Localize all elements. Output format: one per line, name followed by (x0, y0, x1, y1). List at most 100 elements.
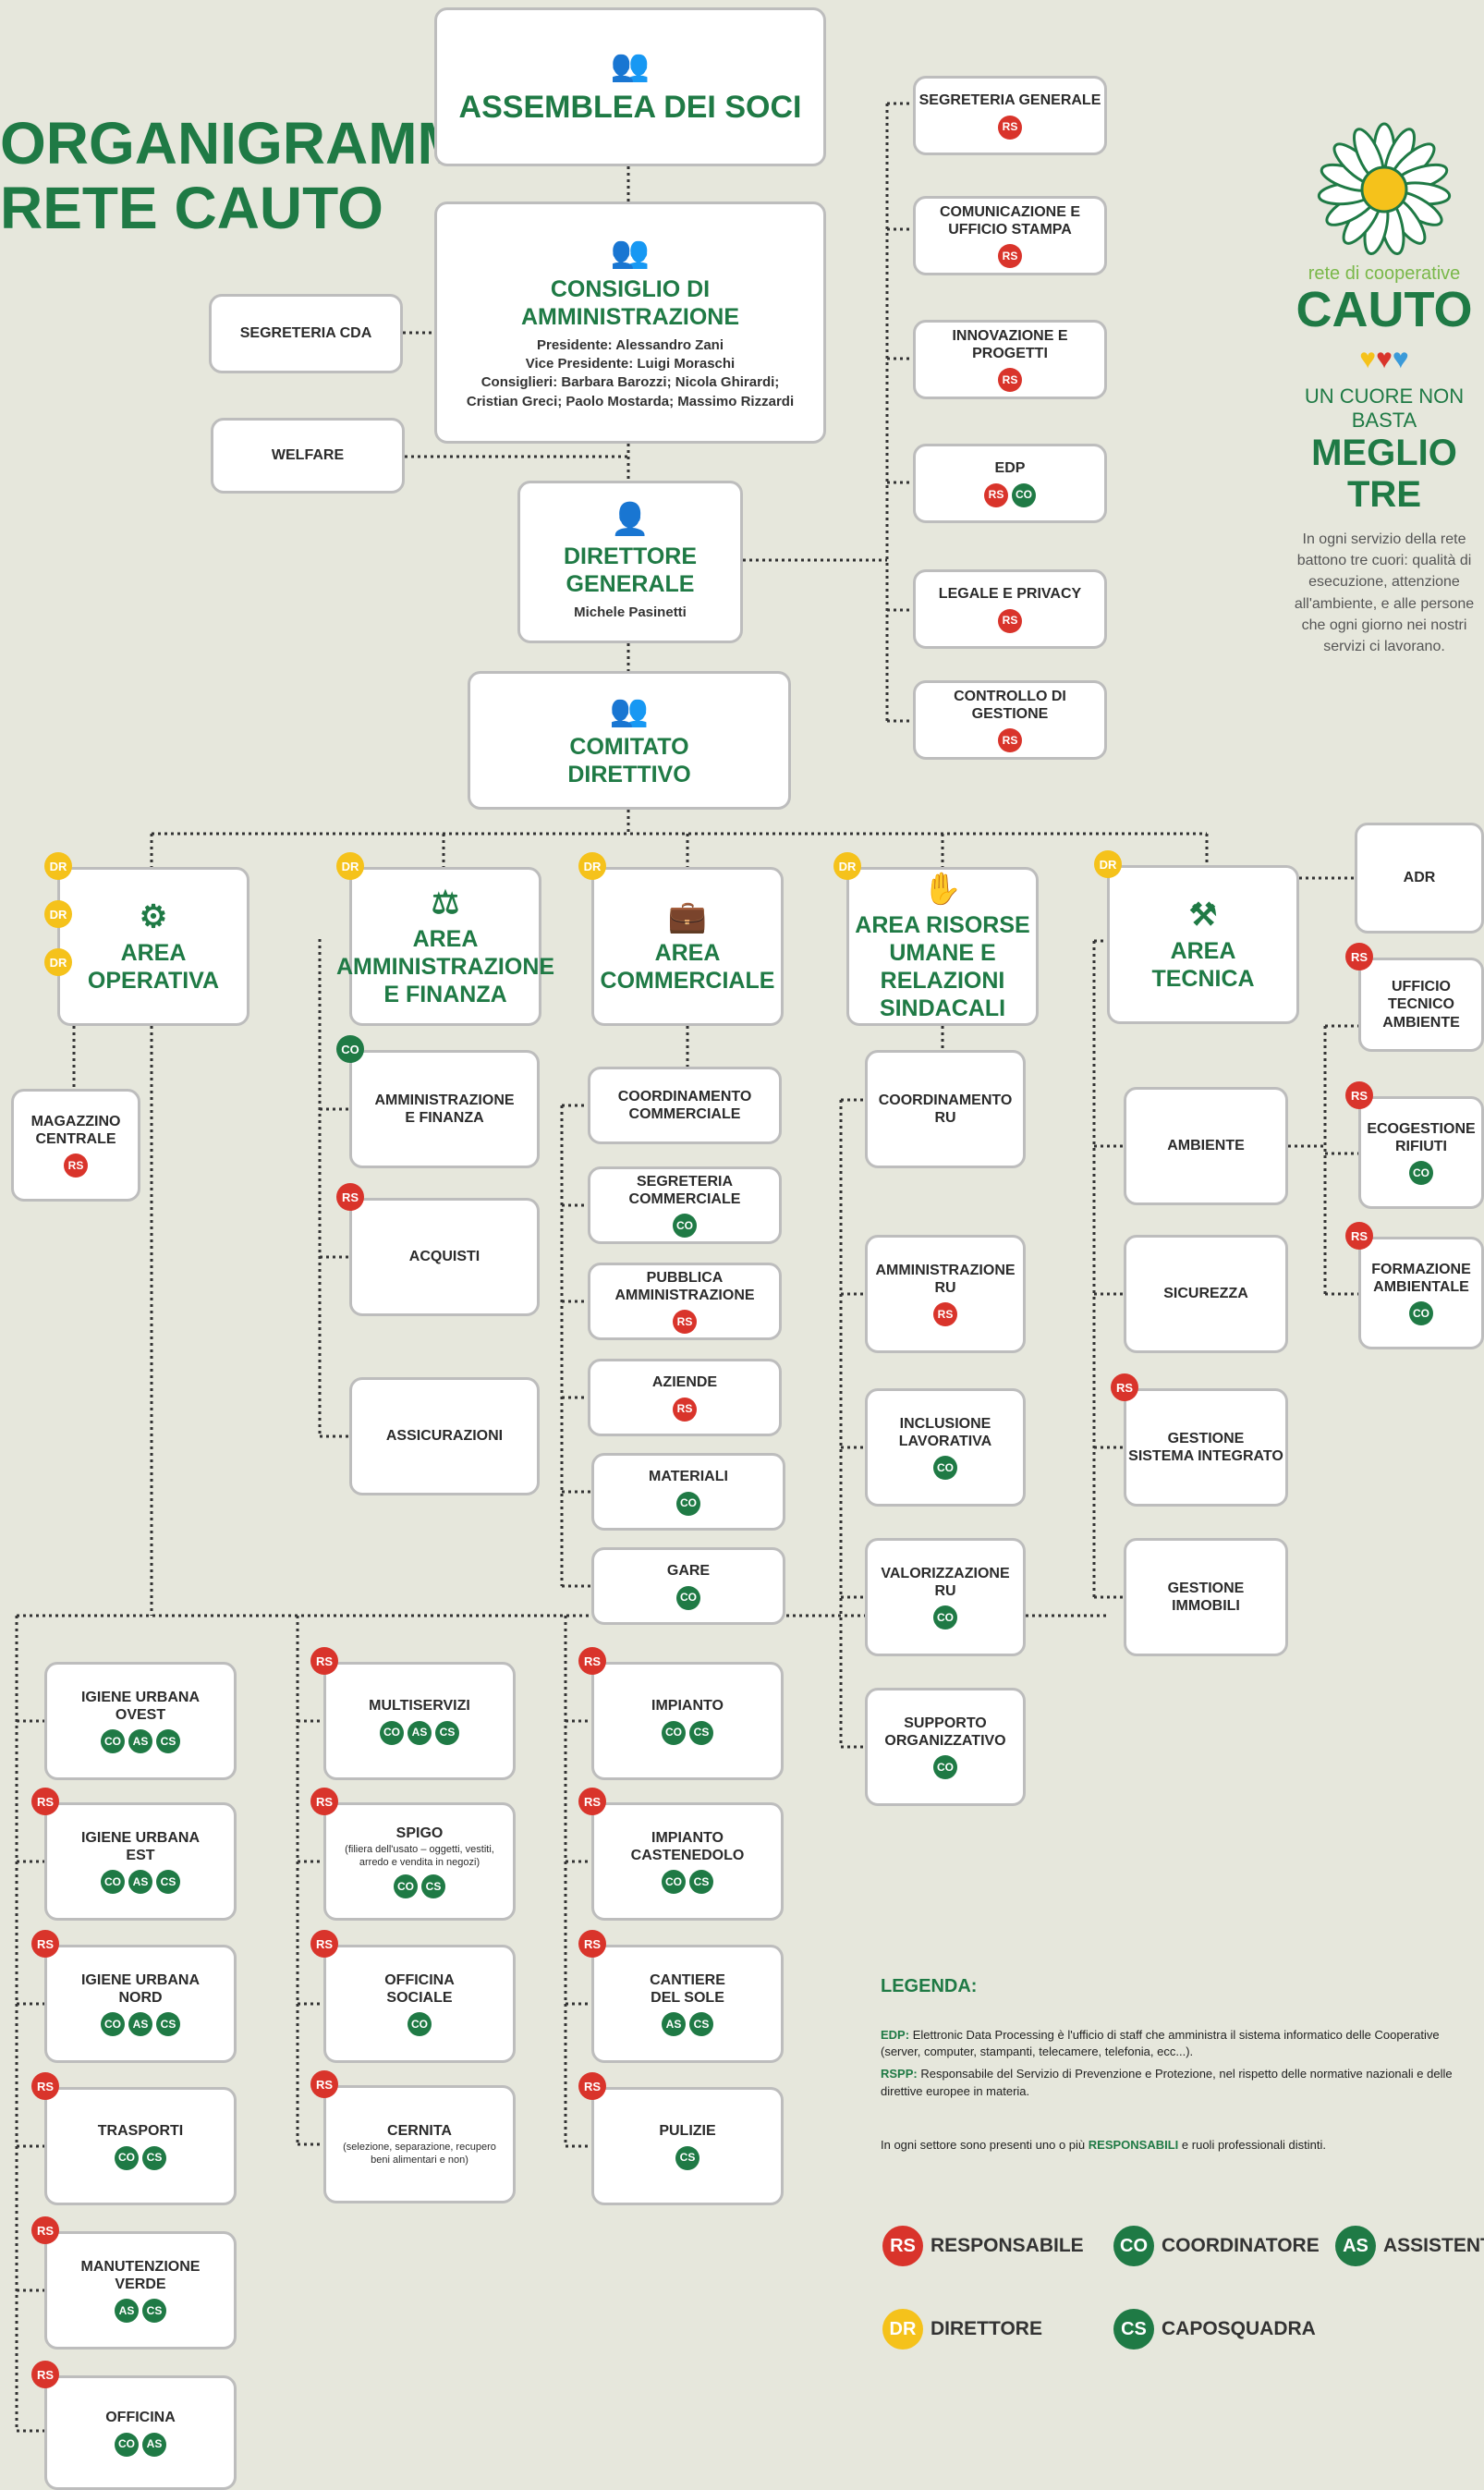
badge-cs: CS (142, 2299, 166, 2324)
node-acquisti: ACQUISTI (349, 1198, 540, 1316)
badge-cs: CS (156, 1870, 180, 1895)
node-label: MATERIALI (649, 1469, 728, 1485)
node-title: AREA RISORSE UMANE E RELAZIONI SINDACALI (855, 912, 1030, 1022)
node-title: AREA COMMERCIALE (600, 940, 775, 995)
badge-rs: RS (998, 608, 1022, 633)
legend-item-label: CAPOSQUADRA (1162, 2318, 1316, 2339)
legend-item-label: ASSISTENTE (1383, 2235, 1484, 2256)
node-label: IGIENE URBANA OVEST (80, 1689, 200, 1723)
badge-as: AS (1335, 2226, 1376, 2266)
node-assemblea: 👥ASSEMBLEA DEI SOCI (434, 7, 826, 166)
badge-co: CO (662, 1720, 686, 1745)
badge-as: AS (662, 2012, 686, 2037)
legend-item-cs: CS CAPOSQUADRA (1113, 2309, 1316, 2350)
node-label: AZIENDE (651, 1374, 718, 1391)
node-title: AREA OPERATIVA (87, 940, 220, 995)
role-badges: CS (675, 2145, 699, 2170)
badge-dr: DR (44, 948, 72, 976)
badge-rs: RS (336, 1183, 364, 1211)
badge-co: CO (101, 2012, 125, 2037)
badge-rs: RS (1111, 1373, 1138, 1401)
role-badges: CO (933, 1605, 957, 1630)
legend-item-label: COORDINATORE (1162, 2235, 1320, 2256)
node-area-op: ⚙AREA OPERATIVA (57, 867, 249, 1026)
badge-rs: RS (578, 1930, 606, 1958)
node-label: GARE (666, 1563, 711, 1580)
legend-item-rs: RS RESPONSABILE (882, 2226, 1084, 2266)
briefcase-icon: 💼 (667, 898, 708, 934)
legend-rspp-key: RSPP: (881, 2067, 918, 2081)
people-icon: 👥 (610, 235, 651, 271)
node-label: ADR (1403, 870, 1436, 886)
role-badges: RS (998, 244, 1022, 269)
badge-co: CO (380, 1720, 404, 1745)
badge-co: CO (933, 1456, 957, 1481)
legend-item-as: AS ASSISTENTE (1335, 2226, 1484, 2266)
badge-rs: RS (673, 1397, 697, 1422)
badge-rs: RS (1345, 1222, 1373, 1250)
brand-name: CAUTO (1295, 282, 1473, 337)
badge-dr: DR (578, 852, 606, 880)
node-title: DIRETTORE GENERALE (564, 543, 697, 598)
node-note: (selezione, separazione, recupero beni a… (343, 2142, 496, 2166)
node-area-tec: ⚒AREA TECNICA (1107, 865, 1299, 1024)
badge-co: CO (115, 2432, 139, 2457)
badge-cs: CS (1113, 2309, 1154, 2350)
node-title: AREA TECNICA (1151, 938, 1255, 993)
badge-co: CO (407, 2012, 432, 2037)
node-legale: LEGALE E PRIVACY RS (913, 569, 1107, 649)
scale-icon: ⚖ (431, 885, 460, 921)
badge-rs: RS (998, 244, 1022, 269)
node-label: SICUREZZA (1163, 1286, 1248, 1302)
legend-rspp-text: Responsabile del Servizio di Prevenzione… (881, 2067, 1453, 2098)
node-label: IGIENE URBANA EST (80, 1829, 200, 1863)
badge-rs: RS (933, 1302, 957, 1327)
node-label: GESTIONE SISTEMA INTEGRATO (1128, 1430, 1283, 1464)
node-title: COMITATO DIRETTIVO (567, 734, 691, 788)
badge-dr: DR (882, 2309, 923, 2350)
badge-cs: CS (675, 2145, 699, 2170)
node-coord-ru: COORDINAMENTO RU (865, 1050, 1026, 1168)
node-title: ASSEMBLEA DEI SOCI (458, 90, 802, 125)
node-label: COMUNICAZIONE E UFFICIO STAMPA (940, 203, 1080, 238)
node-label: LEGALE E PRIVACY (938, 586, 1082, 603)
role-badges: CO (1409, 1161, 1433, 1186)
badge-rs: RS (882, 2226, 923, 2266)
badge-co: CO (115, 2145, 139, 2170)
legend-item-label: RESPONSABILE (931, 2235, 1084, 2256)
node-label: ASSICURAZIONI (385, 1428, 504, 1445)
node-uff-tec: UFFICIO TECNICO AMBIENTE (1358, 958, 1484, 1052)
badge-rs: RS (31, 1930, 59, 1958)
badge-dr: DR (44, 900, 72, 928)
node-label: ECOGESTIONE RIFIUTI (1367, 1120, 1476, 1154)
badge-co: CO (933, 1605, 957, 1630)
badge-rs: RS (998, 368, 1022, 393)
node-label: COORDINAMENTO RU (878, 1092, 1013, 1126)
node-immobili: GESTIONE IMMOBILI (1124, 1538, 1288, 1656)
badge-cs: CS (156, 2012, 180, 2037)
role-badges: RS (673, 1310, 697, 1335)
badge-cs: CS (689, 2012, 713, 2037)
role-badges: CO (676, 1491, 700, 1516)
node-adr: ADR (1355, 823, 1484, 934)
node-sicurezza: SICUREZZA (1124, 1235, 1288, 1353)
